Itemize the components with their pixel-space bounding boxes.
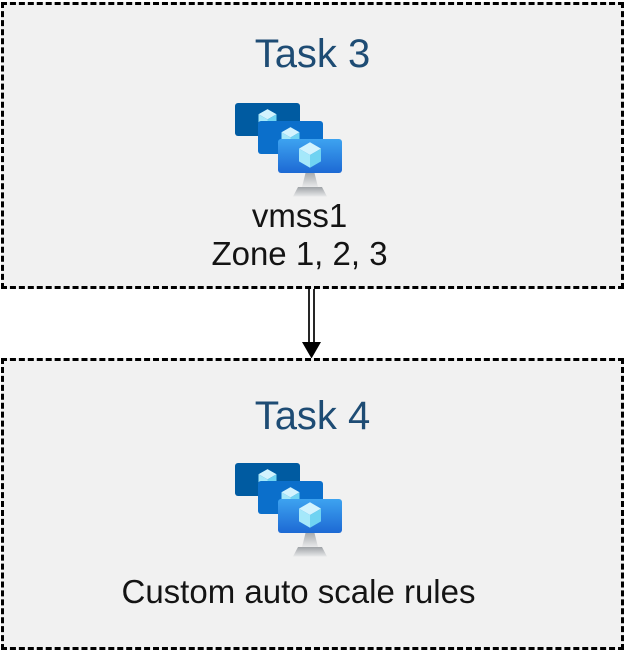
vm-scale-sets-icon-svg	[235, 103, 342, 197]
vmss-name-label: vmss1	[251, 197, 348, 234]
monitor-stand-neck	[302, 531, 318, 547]
task-4-box: Task 4	[1, 358, 624, 650]
cube-right-face	[310, 148, 321, 168]
monitor-front	[278, 139, 342, 197]
task-3-box: Task 3	[1, 2, 624, 289]
cube-top-face	[258, 469, 277, 480]
vm-scale-sets-icon-svg	[235, 463, 342, 557]
cube-top-face	[281, 487, 300, 498]
monitor-stand-base	[293, 187, 327, 197]
cube-top-face	[281, 127, 300, 138]
cube-left-face	[299, 508, 310, 528]
arrow-down-connector	[302, 289, 321, 359]
cube-right-face	[310, 508, 321, 528]
task-3-captions: vmss1 Zone 1, 2, 3	[0, 197, 608, 273]
monitor-stand-neck	[302, 171, 318, 187]
cube-top-face	[299, 502, 321, 515]
cube-left-face	[299, 148, 310, 168]
monitor-front	[278, 499, 342, 557]
vm-scale-sets-icon	[235, 101, 345, 197]
vmss-zones-label: Zone 1, 2, 3	[211, 235, 388, 272]
task-4-captions: Custom auto scale rules	[0, 573, 607, 611]
monitor-stand-base	[293, 547, 327, 557]
task-3-title: Task 3	[254, 32, 371, 76]
vm-scale-sets-icon	[235, 461, 345, 557]
arrow-head	[302, 342, 321, 359]
task-4-title: Task 4	[254, 394, 371, 438]
autoscale-rules-label: Custom auto scale rules	[121, 573, 476, 610]
